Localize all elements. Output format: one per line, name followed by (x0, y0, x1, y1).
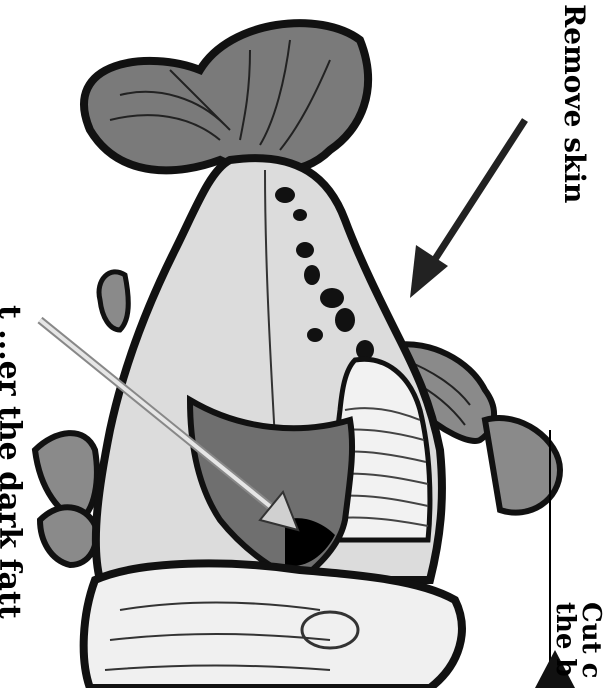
lower-section (84, 563, 462, 688)
remove-skin-arrow (410, 120, 525, 298)
label-dark-fat: t ...er the dark fatt (0, 305, 24, 619)
label-cut-line-1: Cut c (578, 602, 604, 679)
label-remove-skin: Remove skin (560, 4, 588, 203)
label-cut-line-2: the b (552, 602, 578, 677)
tail-fin (84, 23, 368, 172)
